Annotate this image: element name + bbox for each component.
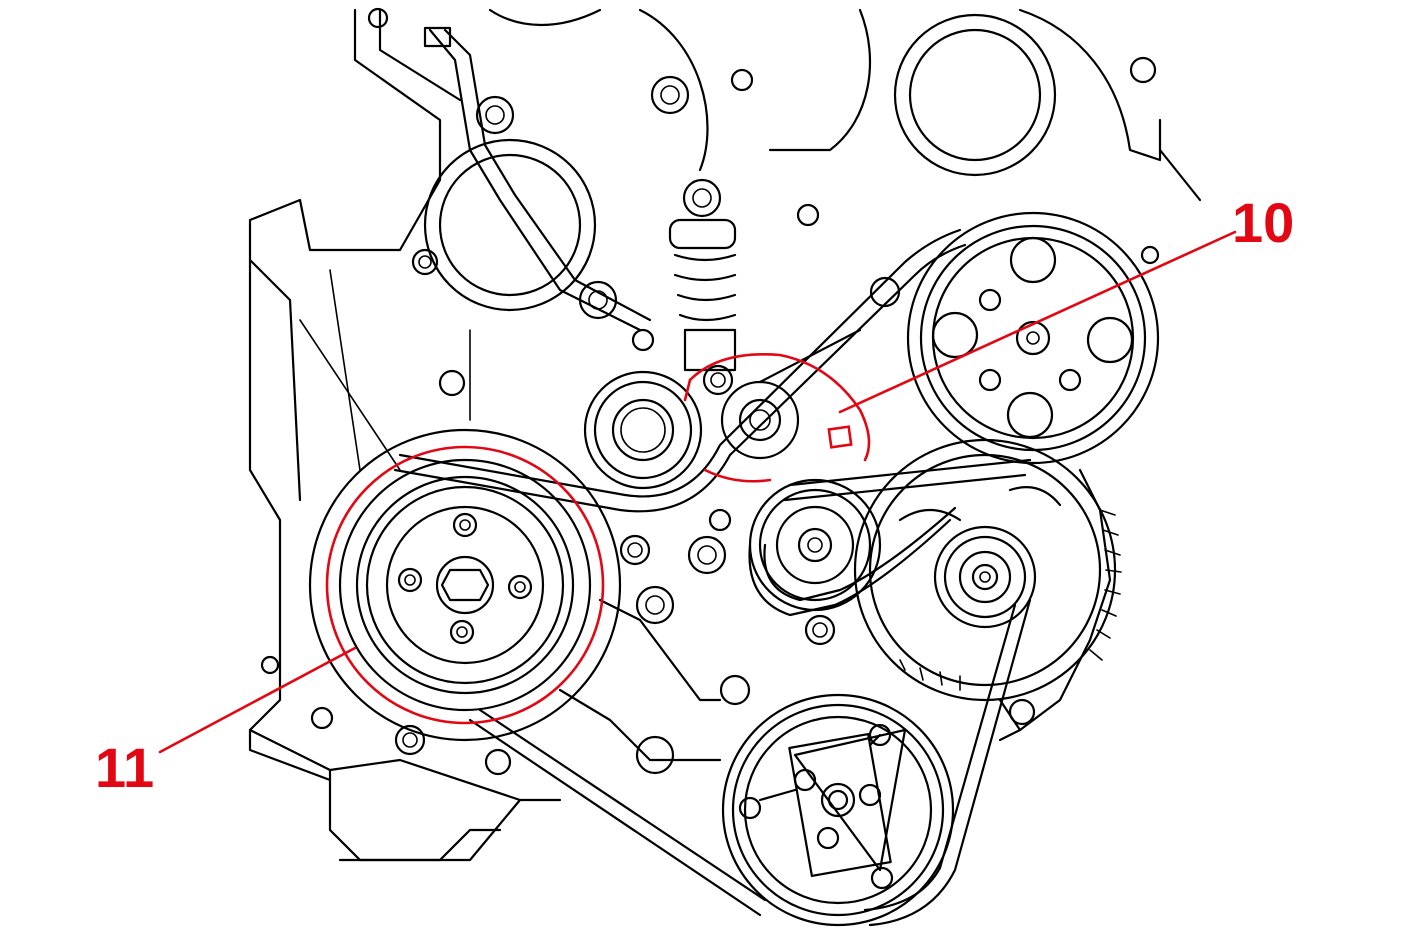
- alternator: [853, 438, 1122, 702]
- timing-cover-boss: [423, 13, 1057, 312]
- power-steering-pulley: [906, 211, 1160, 465]
- drive-belt: [393, 228, 1032, 927]
- crankshaft-pulley: [308, 428, 622, 742]
- engine-block-outline: [248, 8, 1202, 862]
- ac-compressor-pulley: [721, 693, 955, 927]
- callout-10-label: 10: [1232, 191, 1294, 254]
- idler-bearing-pulley: [583, 370, 703, 490]
- callout-11-label: 11: [95, 736, 154, 799]
- oil-pipe: [423, 26, 652, 332]
- callout-10-leader: [838, 230, 1237, 414]
- callout-11-leader: [158, 646, 357, 754]
- highlight-marks: [325, 353, 871, 725]
- block-bolts: [260, 7, 1160, 776]
- tensioner-damper: [668, 178, 737, 396]
- alternator-pulley: [933, 525, 1037, 629]
